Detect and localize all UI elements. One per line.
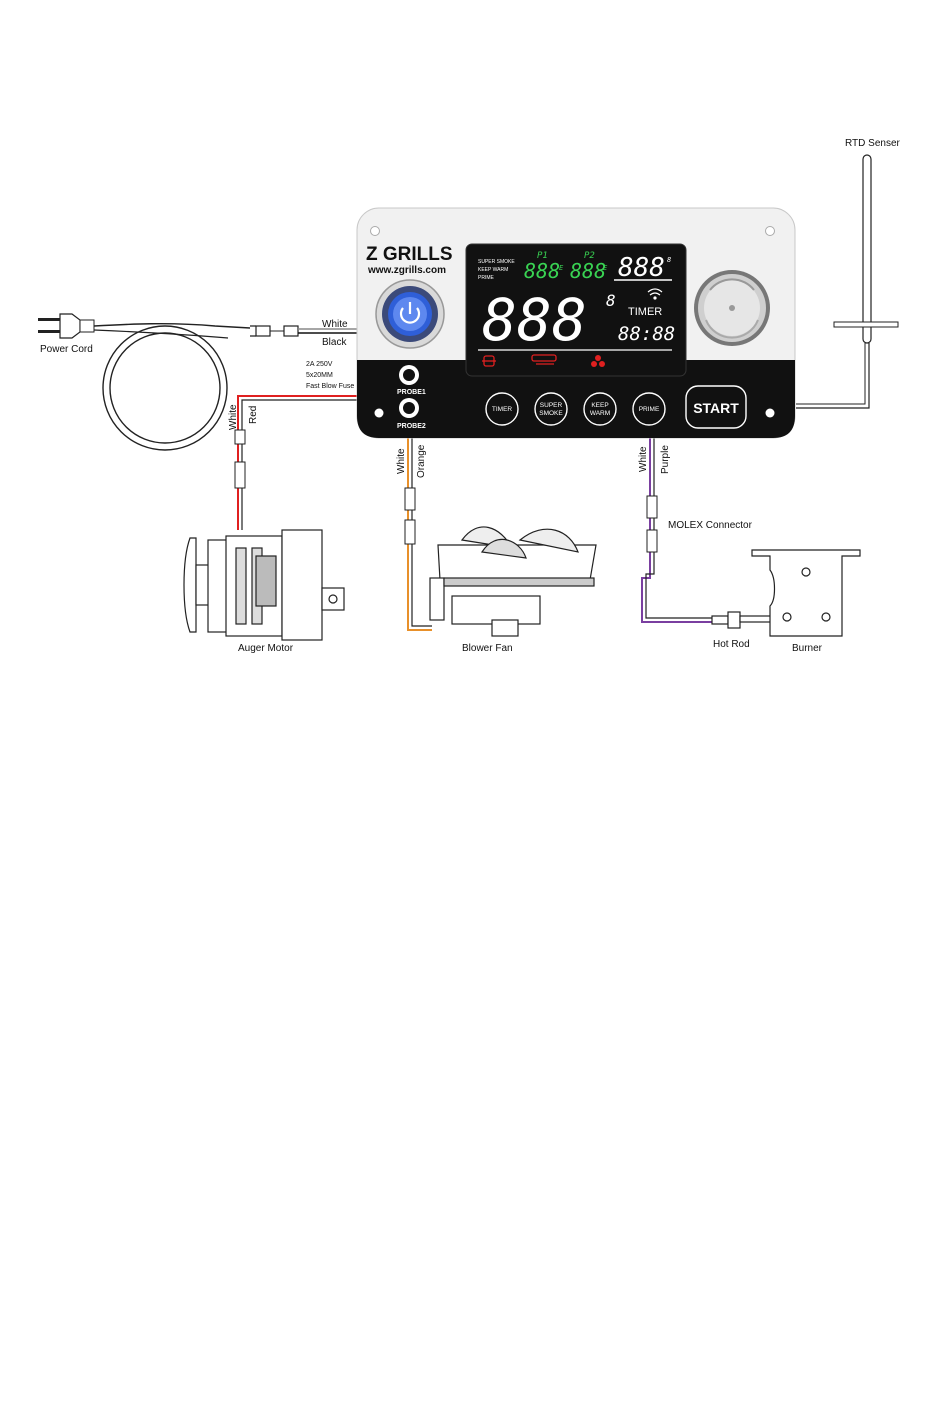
lcd-display: [465, 243, 687, 377]
igniter-icon: [482, 355, 496, 367]
brand-logo: Z GRILLS: [366, 244, 453, 265]
p1-unit: E: [559, 264, 564, 272]
probe1-label: PROBE1: [397, 389, 426, 396]
power-cord: [38, 313, 360, 451]
p1-label: P1: [537, 251, 548, 261]
power-cord-label: Power Cord: [40, 344, 93, 355]
timer-digits: 88:88: [618, 323, 675, 345]
power-button[interactable]: [375, 279, 445, 349]
keep-warm-button[interactable]: [583, 392, 617, 426]
keep-warm-button-label-2: WARM: [590, 410, 610, 417]
rod-purple-label: Purple: [660, 445, 671, 474]
auger-white-label: White: [228, 404, 239, 430]
black-wire-label: Black: [322, 337, 347, 348]
probe2-port[interactable]: [399, 398, 419, 418]
auger-wires: [234, 395, 358, 530]
probe2-label: PROBE2: [397, 423, 426, 430]
probe1-port[interactable]: [399, 365, 419, 385]
top-right-digits: 888: [618, 253, 665, 283]
timer-label: TIMER: [628, 306, 662, 318]
start-button-label: START: [693, 400, 739, 416]
fuse-rating-label: 2A 250V: [306, 361, 333, 368]
main-temperature-digits: 888: [482, 286, 587, 354]
fan-white-label: White: [396, 448, 407, 474]
auger-motor-label: Auger Motor: [238, 643, 294, 654]
rtd-sensor-label: RTD Senser: [845, 138, 901, 149]
rtd-sensor: [796, 154, 899, 409]
fan-icon: [591, 355, 605, 367]
timer-button-label: TIMER: [492, 406, 513, 413]
p1-digits: 888: [524, 259, 560, 283]
wifi-icon: [647, 288, 663, 300]
fan-orange-label: Orange: [416, 444, 427, 478]
super-smoke-button-label-2: SMOKE: [539, 410, 563, 417]
burner: [751, 549, 861, 637]
prime-button[interactable]: [632, 392, 666, 426]
website-label: www.zgrills.com: [367, 265, 446, 276]
control-knob[interactable]: [694, 270, 770, 346]
burner-label: Burner: [792, 643, 823, 654]
top-right-unit: 8: [667, 256, 671, 264]
rod-white-label: White: [638, 446, 649, 472]
start-button[interactable]: [685, 385, 747, 429]
super-smoke-button-label-1: SUPER: [540, 402, 563, 409]
keep-warm-button-label-1: KEEP: [591, 402, 608, 409]
molex-connector-label: MOLEX Connector: [668, 520, 753, 531]
blower-fan-label: Blower Fan: [462, 643, 513, 654]
main-temperature-unit: 8: [606, 291, 616, 310]
fuse-type-label: Fast Blow Fuse: [306, 383, 354, 390]
power-icon: [399, 302, 421, 324]
hot-rod-wires: [641, 436, 712, 623]
hot-rod-label: Hot Rod: [713, 639, 750, 650]
blower-fan: [429, 526, 597, 637]
white-wire-label: White: [322, 319, 348, 330]
auger-icon: [531, 354, 557, 365]
super-smoke-button[interactable]: [534, 392, 568, 426]
p2-label: P2: [584, 251, 595, 261]
hot-rod: [711, 611, 773, 629]
mode-label-prime: PRIME: [478, 275, 495, 281]
mode-label-keep-warm: KEEP WARM: [478, 267, 508, 273]
timer-button[interactable]: [485, 392, 519, 426]
fuse-size-label: 5x20MM: [306, 372, 333, 379]
p2-unit: E: [603, 264, 608, 272]
p2-digits: 888: [570, 259, 606, 283]
auger-motor: [183, 529, 345, 641]
auger-red-label: Red: [248, 406, 259, 424]
prime-button-label: PRIME: [639, 406, 660, 413]
mode-label-super-smoke: SUPER SMOKE: [478, 259, 515, 265]
fan-wires: [404, 436, 432, 631]
